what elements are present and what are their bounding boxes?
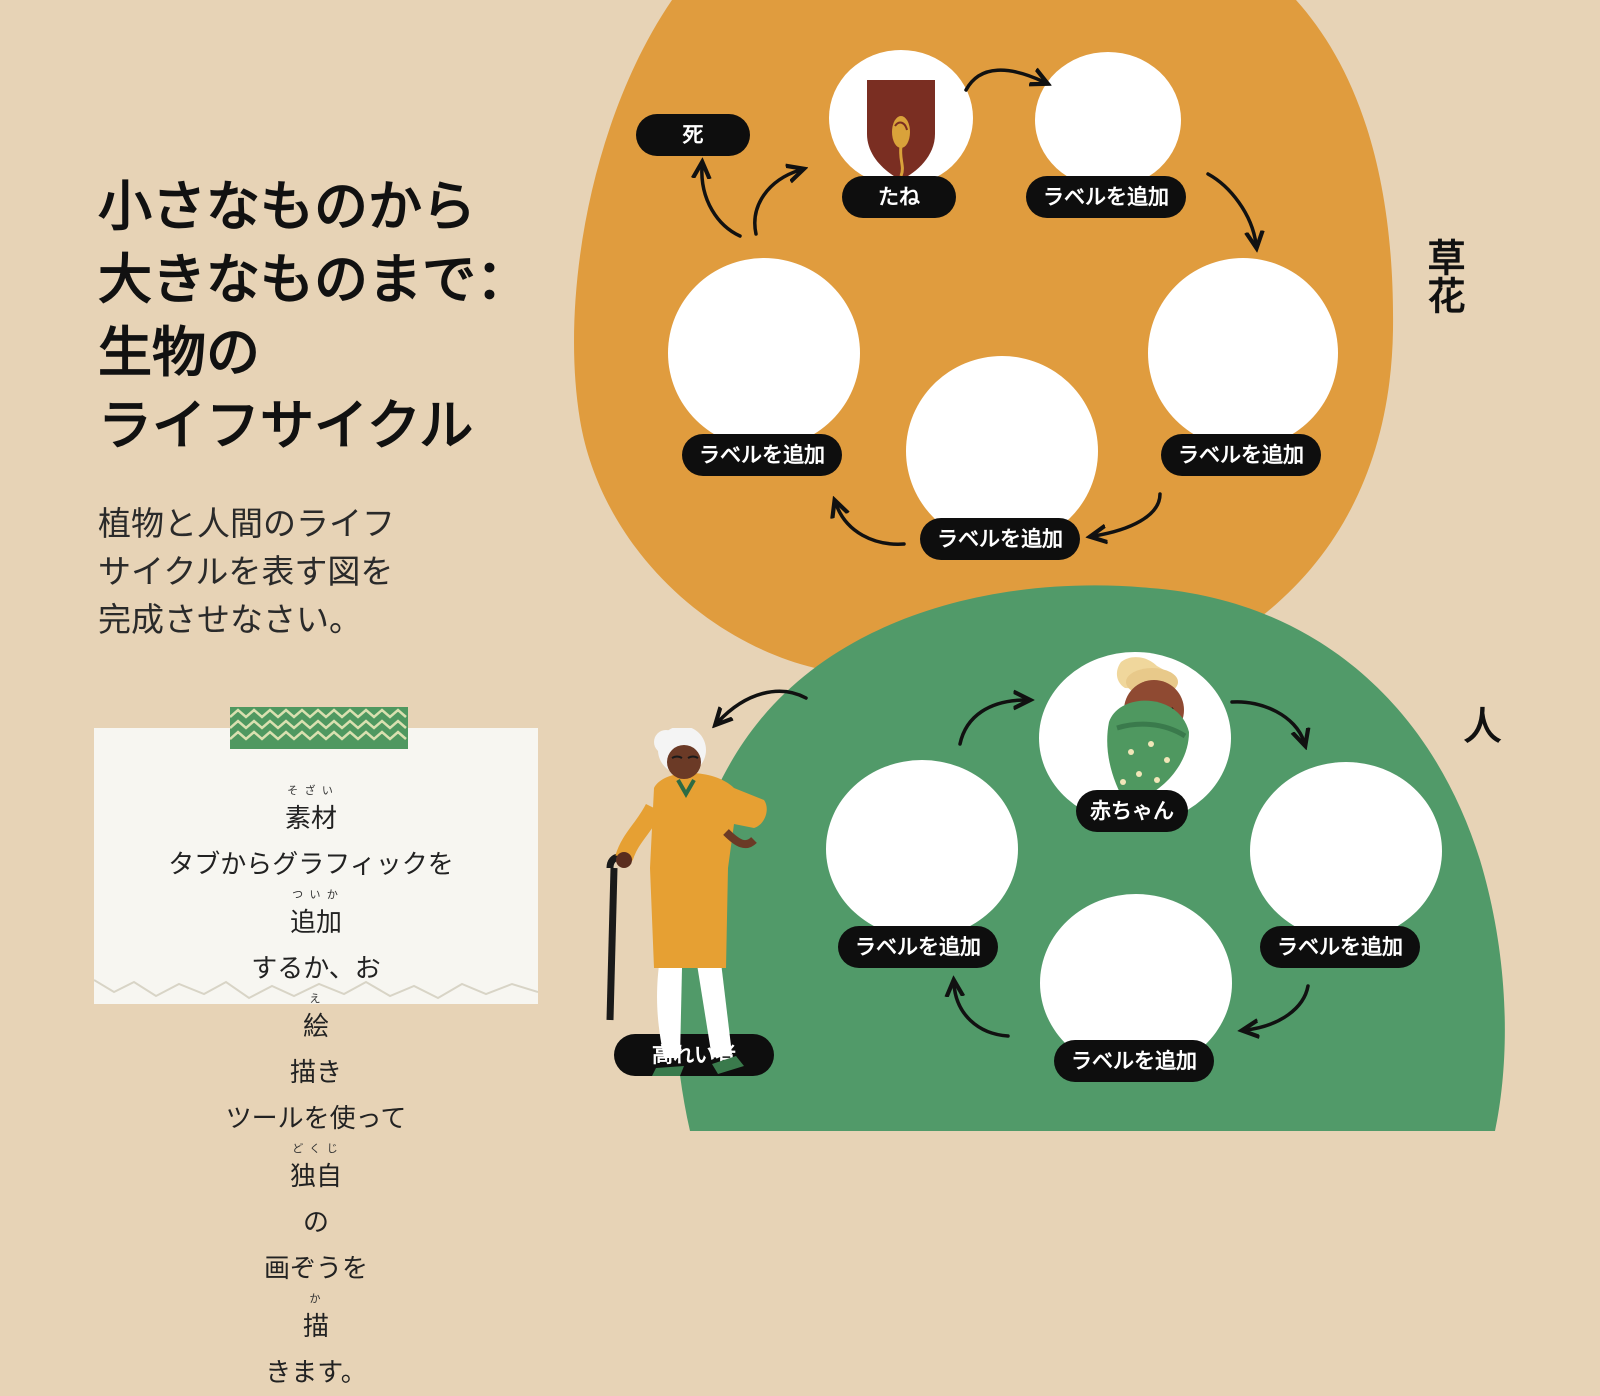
note-text-part: ツールを使って: [225, 1104, 407, 1134]
ruby-reading: え: [302, 992, 329, 1005]
page-title: 小さなものから 大きなものまで： 生物の ライフサイクル: [98, 170, 558, 462]
note-text-part: きます。: [265, 1358, 367, 1388]
human-stage-image-circle[interactable]: [826, 760, 1018, 938]
baby-label[interactable]: 赤ちゃん: [1076, 790, 1188, 832]
ruby-base: 絵: [302, 1012, 329, 1042]
ruby-word: 独自どくじ: [290, 1142, 342, 1192]
plant-stage-image-circle[interactable]: [1148, 258, 1338, 448]
torn-edge: [94, 970, 538, 1000]
human-stage-label[interactable]: ラベルを追加: [1054, 1040, 1214, 1082]
title-line: 小さなものから: [98, 175, 476, 238]
instructions-line: サイクルを表す図を: [98, 552, 394, 591]
ruby-base: 独自: [289, 1162, 342, 1192]
arrow: [1206, 172, 1256, 244]
death-label[interactable]: 死: [636, 114, 750, 156]
note-text-part: するか、お: [251, 954, 381, 984]
ruby-word: 素材そざい: [285, 784, 337, 834]
note-text-part: 画ぞうを: [263, 1254, 368, 1284]
ruby-base: 追加: [289, 908, 342, 938]
plant-stage-label[interactable]: ラベルを追加: [682, 434, 842, 476]
ruby-reading: どくじ: [289, 1142, 342, 1155]
plant-stage-label[interactable]: ラベルを追加: [1161, 434, 1321, 476]
ruby-reading: か: [302, 1292, 329, 1305]
human-side-label: 人: [1457, 706, 1501, 744]
arrow: [954, 984, 1010, 1038]
plant-stage-image-circle[interactable]: [906, 356, 1098, 546]
human-stage-label[interactable]: ラベルを追加: [838, 926, 998, 968]
plant-stage-label[interactable]: ラベルを追加: [920, 518, 1080, 560]
ruby-reading: そざい: [284, 784, 337, 797]
note-card: 素材 そざいタブからグラフィックを 追加 ついかするか、お絵え描き ツールを使って独…: [94, 728, 538, 1388]
arrow: [1094, 492, 1162, 536]
ruby-reading: ついか: [289, 888, 342, 901]
arrow: [1246, 984, 1310, 1030]
note-text-part: 描き: [289, 1058, 342, 1088]
baby-icon: [1107, 657, 1189, 802]
seed-label[interactable]: たね: [842, 176, 956, 218]
note-text-part: タブからグラフィックを: [168, 850, 454, 880]
note-line: 画ぞうを描かきます。: [94, 1246, 538, 1396]
title-line: 生物の: [98, 321, 260, 384]
washi-tape: [230, 707, 408, 749]
arrow: [836, 504, 906, 546]
human-stage-label[interactable]: ラベルを追加: [1260, 926, 1420, 968]
human-cycle-background: [674, 585, 1505, 1131]
seed-image-circle[interactable]: [829, 50, 973, 186]
human-stage-image-circle[interactable]: [1250, 762, 1442, 940]
note-line: 素材 そざいタブからグラフィックを: [94, 784, 538, 888]
plant-stage-image-circle[interactable]: [668, 258, 860, 448]
arrow: [958, 700, 1026, 746]
arrow: [964, 70, 1044, 92]
seed-icon: [867, 80, 935, 180]
ruby-base: 描: [302, 1312, 329, 1342]
note-line: 追加 ついかするか、お絵え描き: [94, 888, 538, 1096]
cycle-arrows: [0, 0, 1600, 1131]
title-line: ライフサイクル: [98, 394, 474, 457]
ruby-base: 素材: [284, 804, 337, 834]
arrow: [702, 166, 742, 238]
elderly-person-illustration: [606, 728, 767, 1076]
instructions-line: 完成させなさい。: [98, 600, 362, 639]
title-line: 大きなものまで：: [98, 248, 530, 311]
plant-stage-image-circle[interactable]: [1035, 52, 1181, 188]
ruby-word: 追加ついか: [290, 888, 342, 938]
note-text-part: の: [302, 1208, 329, 1238]
ruby-word: 描か: [303, 1292, 329, 1342]
plant-cycle-background: [574, 0, 1394, 668]
plant-stage-label[interactable]: ラベルを追加: [1026, 176, 1186, 218]
arrow: [1230, 700, 1304, 742]
arrow: [718, 689, 808, 722]
plant-side-label: 草花: [1421, 238, 1465, 314]
ruby-word: 絵え: [303, 992, 329, 1042]
instructions-line: 植物と人間のライフ: [98, 504, 395, 543]
instructions: 植物と人間のライフ サイクルを表す図を 完成させなさい。: [98, 500, 458, 644]
arrow: [753, 170, 800, 236]
